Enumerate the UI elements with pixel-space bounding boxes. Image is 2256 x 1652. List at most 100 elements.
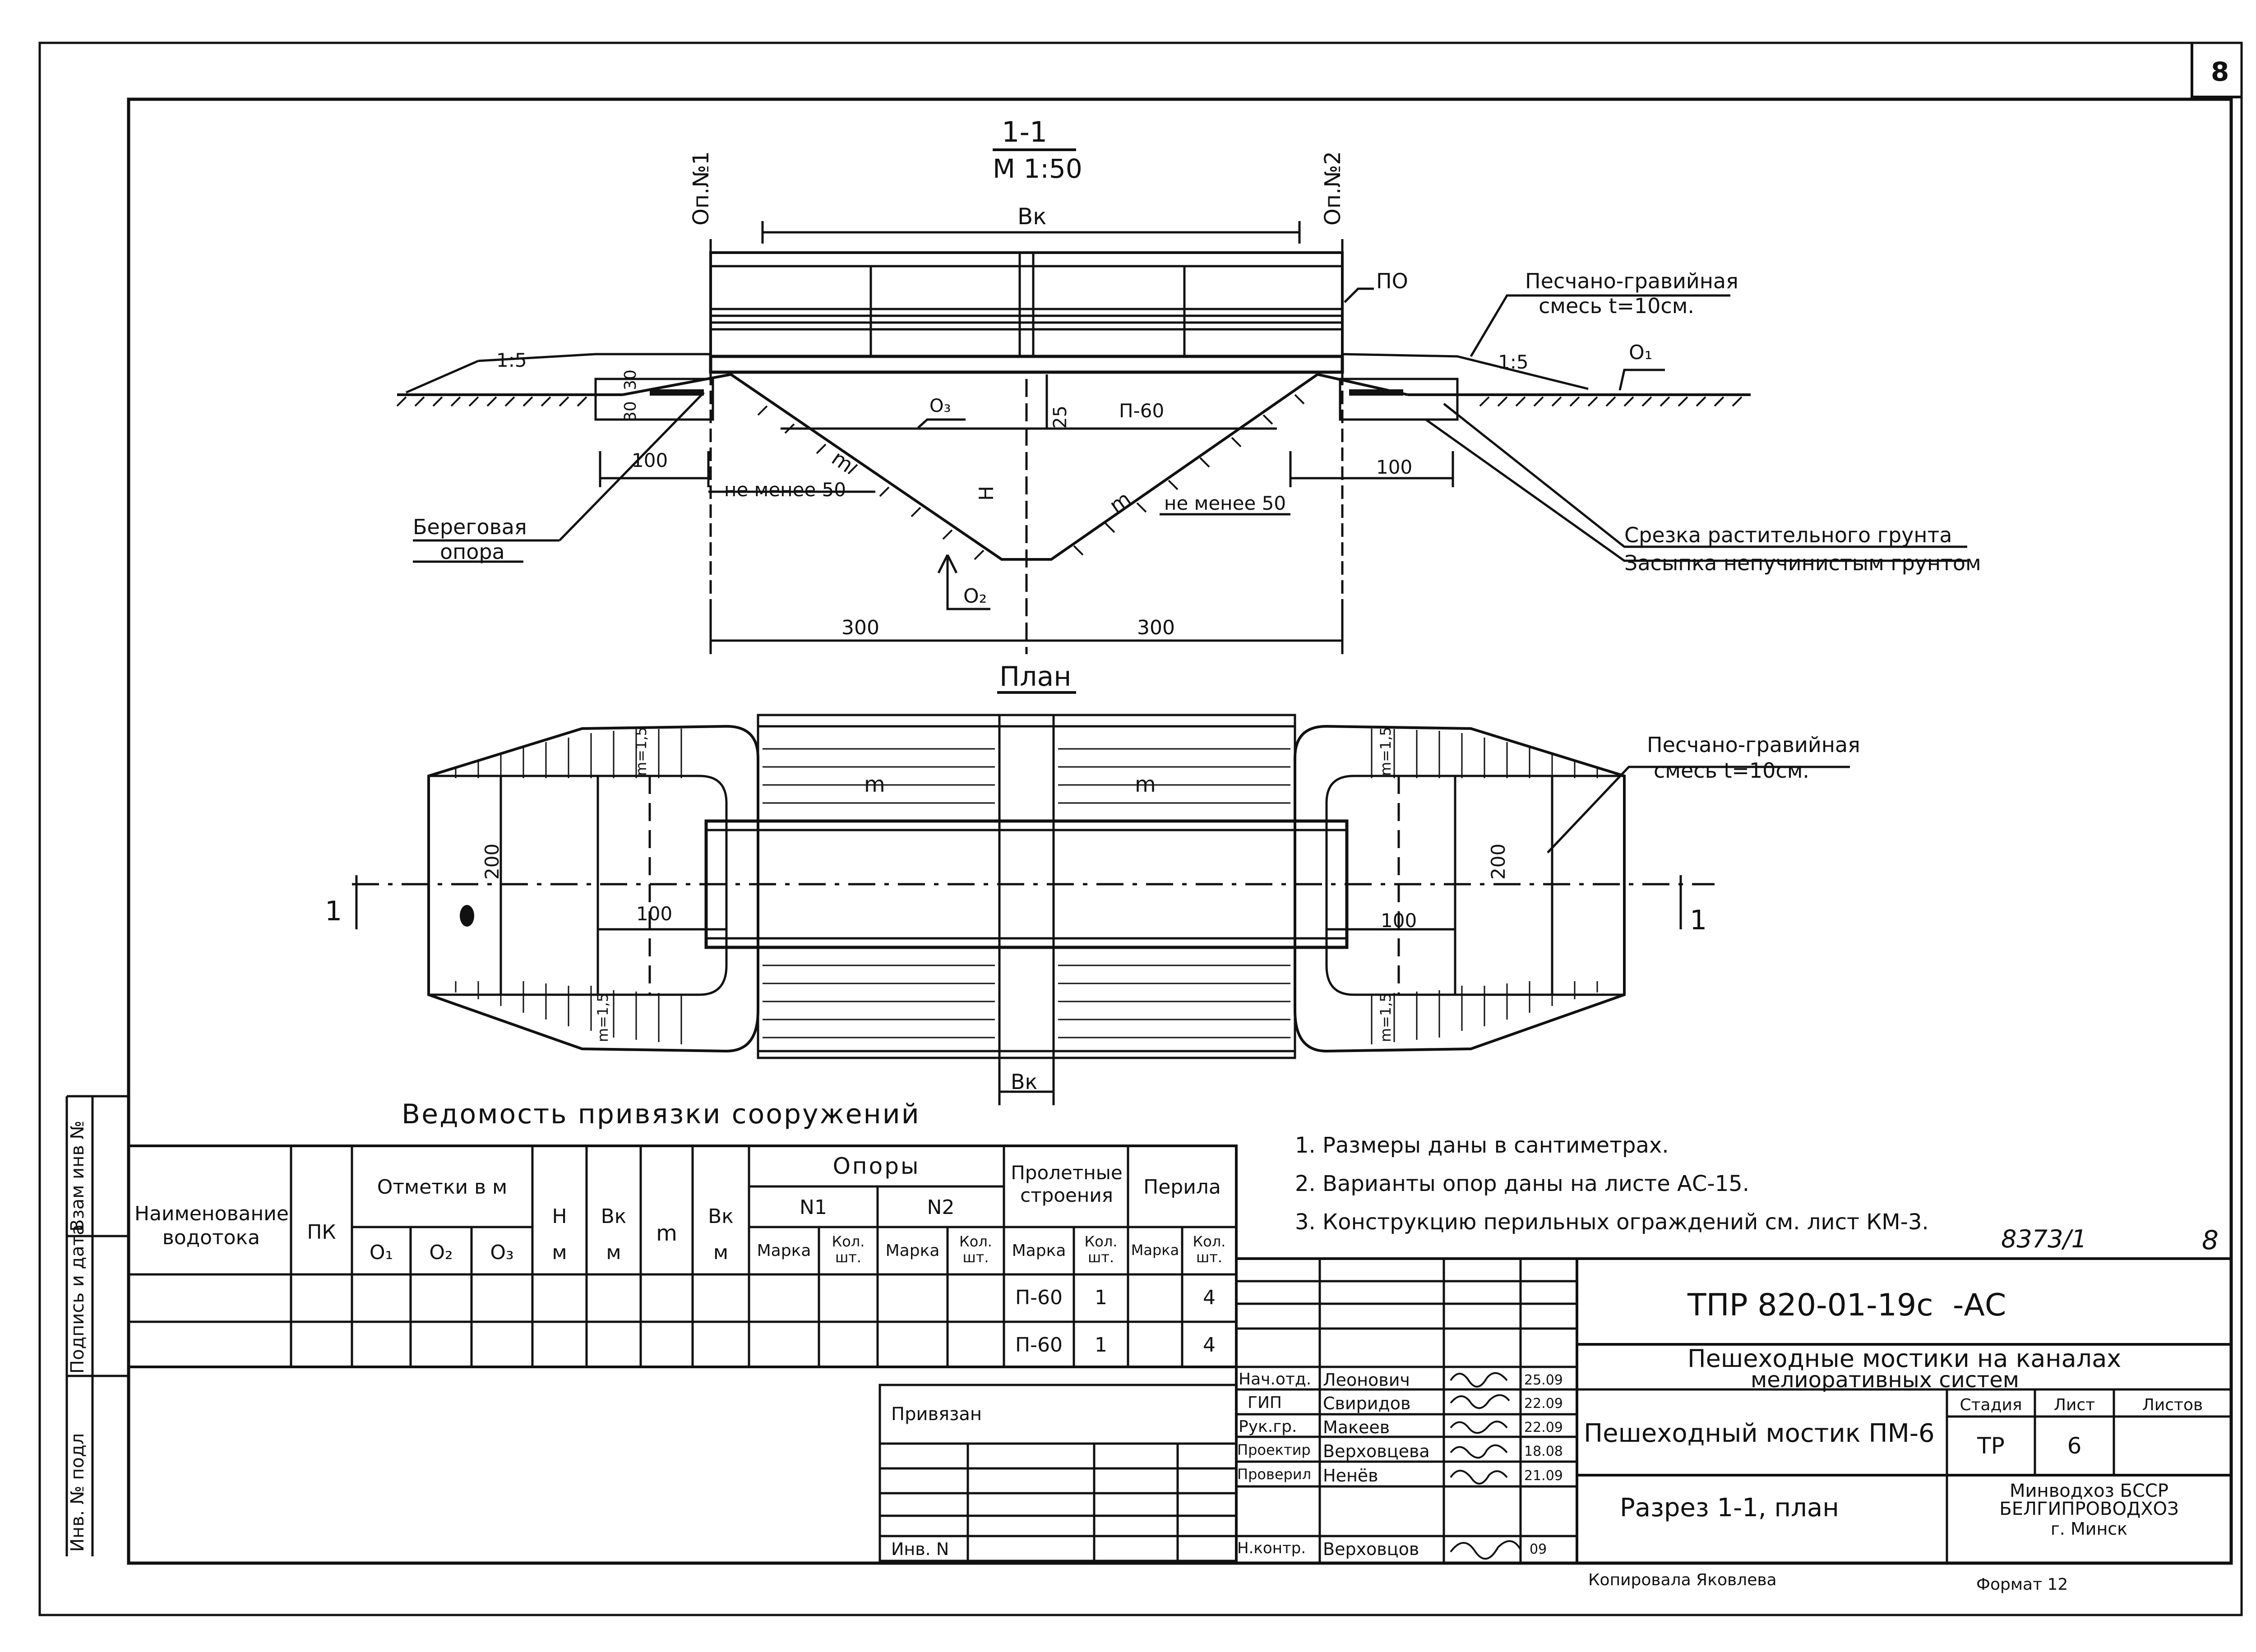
dim-300-right: 300 <box>1137 616 1175 639</box>
support-1-label: Оп.№1 <box>689 151 714 226</box>
not-less-50-left: не менее 50 <box>724 479 846 501</box>
copied-by: Копировала Яковлева <box>1588 1571 1777 1589</box>
row1-span-mark: П-60 <box>1015 1286 1063 1309</box>
note-3: 3. Конструкцию перильных ограждений см. … <box>1295 1209 1929 1235</box>
org-line-3: г. Минск <box>2050 1519 2128 1539</box>
m-plan-right: m <box>1135 772 1156 797</box>
org-line-2: БЕЛГИПРОВОДХОЗ <box>1999 1499 2179 1519</box>
dim-30a: 30 <box>621 369 640 390</box>
signer-6-name: Верховцов <box>1323 1539 1419 1559</box>
th-bk-unit: м <box>606 1241 621 1264</box>
th-n1: N1 <box>800 1196 827 1219</box>
row1-span-qty: 1 <box>1095 1286 1107 1309</box>
side-signature-date: Подпись и дата <box>67 1224 88 1374</box>
corner-sheet-number: 8 <box>2211 56 2229 87</box>
th-pk: ПК <box>307 1221 336 1244</box>
sheet-title: Разрез 1-1, план <box>1620 1493 1839 1523</box>
stage-label: Стадия <box>1960 1396 2022 1414</box>
sheet-value: 6 <box>2067 1433 2082 1459</box>
section-bk-label: Вк <box>1017 203 1047 230</box>
th-o2: О₂ <box>429 1241 453 1264</box>
section-scale: М 1:50 <box>993 153 1082 184</box>
dim-100-section-left: 100 <box>632 449 668 471</box>
project-line-2: мелиоративных систем <box>1751 1367 2019 1393</box>
schedule-table-lines <box>127 1144 1238 1368</box>
th-o3: О₃ <box>490 1241 514 1264</box>
th-h: Н <box>552 1205 567 1228</box>
side-replace-inv: Взам инв № <box>67 1120 88 1232</box>
m-plan-left: m <box>864 772 885 797</box>
th-bk: Вк <box>601 1205 627 1228</box>
object-title: Пешеходный мостик ПМ-6 <box>1584 1419 1935 1448</box>
dim-100-plan-left: 100 <box>636 903 673 925</box>
th-qty-railing: Кол. шт. <box>1193 1233 1226 1266</box>
sand-gravel-section-1: Песчано-гравийная <box>1525 269 1738 293</box>
section-1-1 <box>397 148 1967 654</box>
signer-2-date: 22.09 <box>1524 1396 1563 1412</box>
row2-rail-qty: 4 <box>1203 1334 1216 1357</box>
title-block-lines <box>878 1257 2233 1564</box>
m15-top-left: m=1,5 <box>633 727 650 776</box>
signer-6-date: 09 <box>1530 1541 1547 1557</box>
plan-title: План <box>999 661 1072 692</box>
th-mark-n2: Марка <box>885 1241 940 1260</box>
cut-mark-right: 1 <box>1690 904 1707 936</box>
signer-5-date: 21.09 <box>1524 1468 1563 1484</box>
dim-100-plan-right: 100 <box>1381 909 1417 932</box>
soil-cut-label: Срезка растительного грунта <box>1624 523 1952 547</box>
th-mark-spans: Марка <box>1012 1241 1066 1260</box>
signer-3-date: 22.09 <box>1524 1420 1563 1435</box>
format-label: Формат 12 <box>1976 1575 2068 1594</box>
signer-5-role: Проверил <box>1237 1466 1312 1483</box>
th-h-unit: м <box>552 1241 567 1264</box>
th-spans: Пролетные строения <box>1011 1162 1123 1207</box>
signer-2-name: Свиридов <box>1323 1394 1411 1413</box>
th-name: Наименование водотока <box>134 1202 289 1249</box>
sheets-label: Листов <box>2142 1396 2203 1414</box>
dim-200-plan-left: 200 <box>481 843 503 880</box>
bank-support-1: Береговая <box>413 515 527 539</box>
sand-gravel-section-2: смесь t=10см. <box>1539 294 1695 318</box>
o3-label: О₃ <box>929 396 951 416</box>
th-n2: N2 <box>927 1196 955 1219</box>
note-1: 1. Размеры даны в сантиметрах. <box>1295 1133 1669 1158</box>
bank-support-2: опора <box>440 540 505 564</box>
signer-4-role: Проектир <box>1237 1441 1311 1458</box>
th-mark-n1: Марка <box>757 1241 811 1260</box>
signer-1-name: Леонович <box>1323 1370 1410 1390</box>
o1-label: О₁ <box>1629 341 1653 364</box>
signer-1-role: Нач.отд. <box>1239 1370 1312 1389</box>
th-qty-n2: Кол. шт. <box>959 1233 992 1266</box>
privyazan-label: Привязан <box>891 1404 982 1425</box>
th-bk2-unit: м <box>713 1241 729 1264</box>
not-less-50-right: не менее 50 <box>1164 492 1286 514</box>
doc-code: ТПР 820-01-19с -АС <box>1687 1287 2006 1323</box>
slope-right-label: 1:5 <box>1498 351 1529 373</box>
signer-3-role: Рук.гр. <box>1239 1417 1297 1436</box>
signer-6-role: Н.контр. <box>1237 1539 1306 1557</box>
th-qty-spans: Кол. шт. <box>1084 1233 1118 1266</box>
th-supports: Опоры <box>832 1153 920 1179</box>
note-2: 2. Варианты опор даны на листе АС-15. <box>1295 1171 1750 1196</box>
signer-1-date: 25.09 <box>1524 1372 1563 1388</box>
m15-bottom-right: m=1,5 <box>1377 993 1394 1042</box>
inv-n-label: Инв. N <box>891 1539 949 1559</box>
signer-4-date: 18.08 <box>1524 1444 1563 1459</box>
row2-span-mark: П-60 <box>1015 1334 1063 1357</box>
th-bk2: Вк <box>708 1205 734 1228</box>
backfill-label: Засыпка непучинистым грунтом <box>1624 551 1981 575</box>
po-label: ПО <box>1376 269 1408 293</box>
signer-4-name: Верховцева <box>1323 1441 1430 1461</box>
signer-2-role: ГИП <box>1248 1394 1282 1412</box>
signer-5-name: Ненёв <box>1323 1466 1378 1486</box>
h-label: Н <box>975 485 998 501</box>
support-2-label: Оп.№2 <box>1320 151 1345 226</box>
row1-rail-qty: 4 <box>1203 1286 1216 1309</box>
plan-bk-label: Вк <box>1011 1070 1038 1094</box>
th-railing: Перила <box>1143 1176 1221 1199</box>
plan-view <box>352 691 1850 1105</box>
cut-mark-left: 1 <box>325 895 342 927</box>
th-mark-railing: Марка <box>1131 1241 1179 1259</box>
schedule-title: Ведомость привязки сооружений <box>402 1098 920 1130</box>
